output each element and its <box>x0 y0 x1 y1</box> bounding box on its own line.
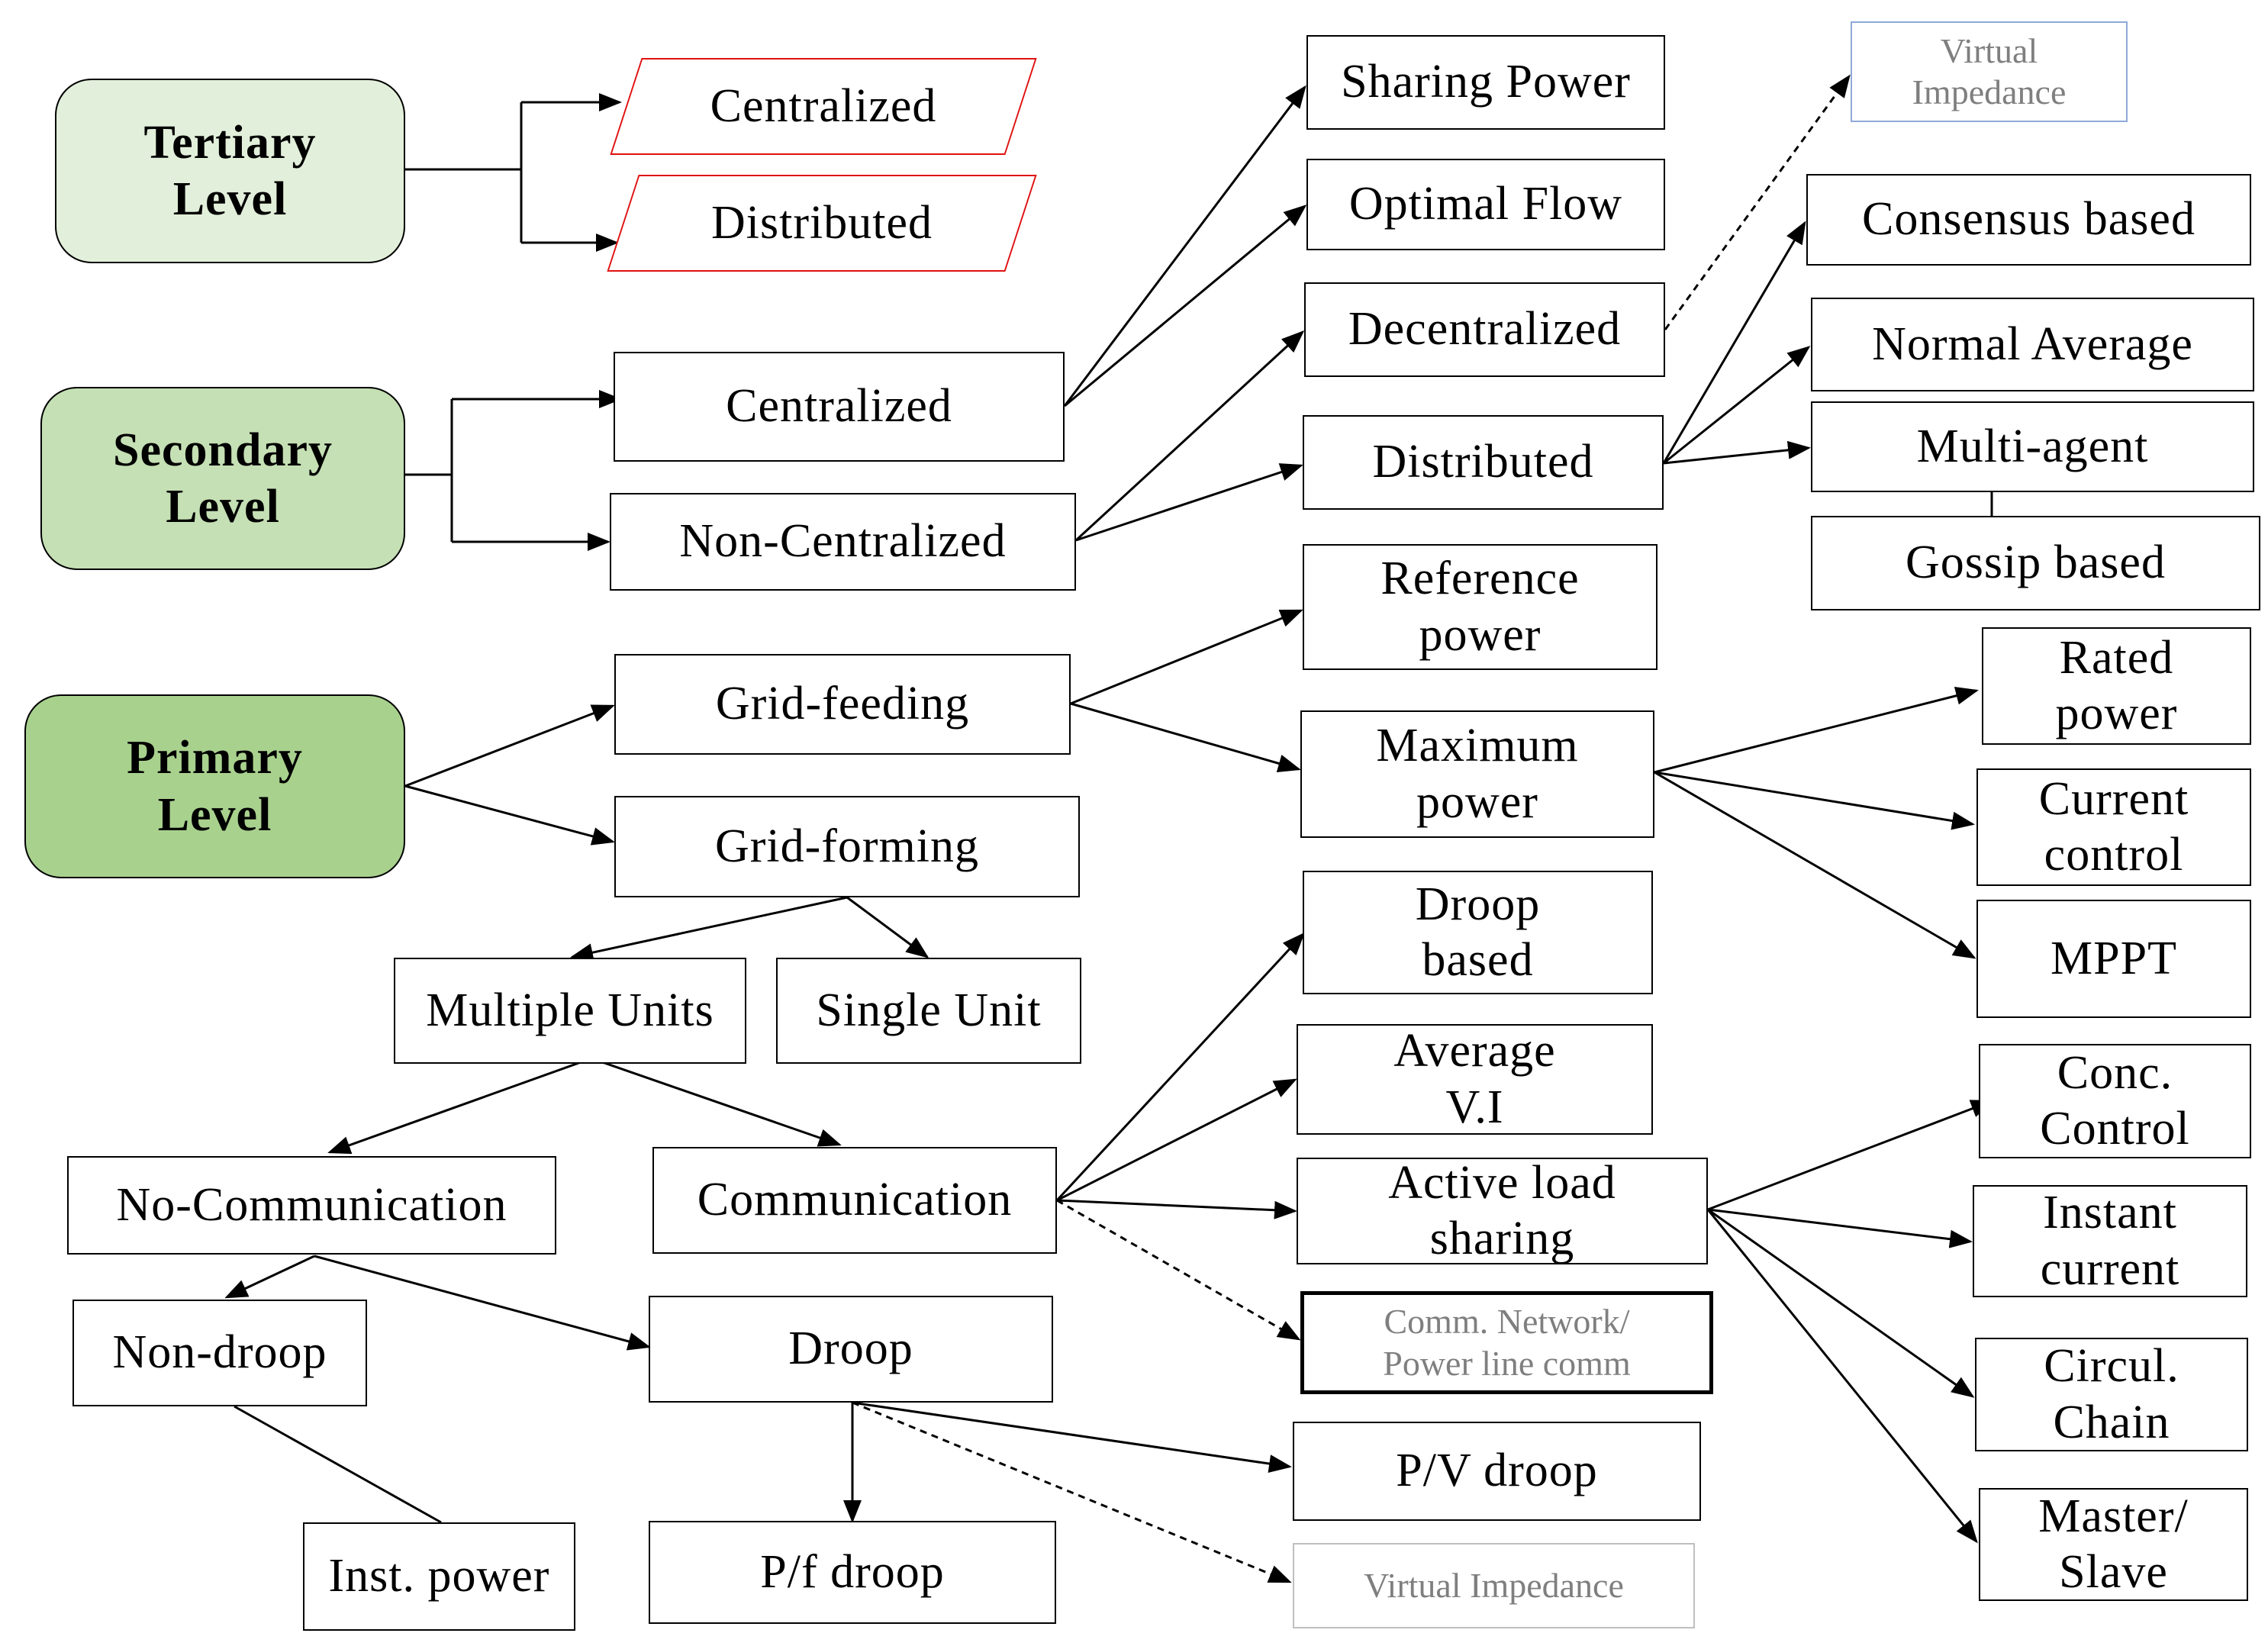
master-slave-node: Master/ Slave <box>1979 1488 2248 1601</box>
single-unit-node: Single Unit <box>776 958 1081 1064</box>
non-centralized-node: Non-Centralized <box>610 493 1076 591</box>
arrow-no-communication <box>327 1057 592 1155</box>
arrow-multi-agent <box>1663 440 1811 465</box>
arrow-distributed <box>1075 463 1303 542</box>
comm-network-node: Comm. Network/ Power line comm <box>1300 1291 1713 1394</box>
arrow-optimal-flow <box>1064 205 1307 407</box>
distributed-node: Distributed <box>1303 415 1664 510</box>
reference-power-node: Reference power <box>1303 544 1658 670</box>
pf-droop-node: P/f droop <box>649 1521 1056 1624</box>
gossip-based-node: Gossip based <box>1811 516 2260 610</box>
arrow-virtual-impedance-top <box>1664 74 1851 330</box>
current-control-node: Current control <box>1976 768 2251 886</box>
grid-feeding-node: Grid-feeding <box>614 654 1071 755</box>
communication-node: Communication <box>652 1147 1057 1254</box>
arrow-decentralized <box>1074 330 1305 542</box>
arrow-instant-current <box>1707 1208 1973 1248</box>
instant-current-node: Instant current <box>1973 1185 2247 1297</box>
arrow-normal-average <box>1663 346 1811 465</box>
arrow-non-droop <box>224 1255 315 1299</box>
grid-forming-node: Grid-forming <box>614 796 1080 897</box>
virtual-impedance-top-node: Virtual Impedance <box>1851 21 2128 122</box>
droop-based-node: Droop based <box>1303 871 1653 994</box>
primary-level-box: Primary Level <box>24 694 405 878</box>
arrow-grid-feeding <box>404 704 615 788</box>
arrow-mppt <box>1654 771 1976 959</box>
tertiary-distributed-node: Distributed <box>607 175 1037 272</box>
secondary-centralized-node: Centralized <box>614 352 1065 462</box>
arrow-circul-chain <box>1707 1208 1975 1398</box>
arrow-average-vi <box>1056 1078 1297 1202</box>
arrow-comm-network <box>1056 1199 1301 1341</box>
active-load-sharing-node: Active load sharing <box>1297 1157 1708 1264</box>
mppt-node: MPPT <box>1976 900 2251 1018</box>
arrow-maximum-power <box>1070 702 1301 773</box>
secondary-bracket <box>405 399 453 542</box>
inst-power-node: Inst. power <box>303 1522 575 1631</box>
secondary-level-box: Secondary Level <box>40 387 405 570</box>
no-communication-node: No-Communication <box>67 1156 556 1255</box>
nondroop-instpower-link <box>234 1405 442 1524</box>
arrow-active-load-sharing <box>1056 1199 1297 1219</box>
tertiary-distributed-label: Distributed <box>711 196 933 249</box>
consensus-based-node: Consensus based <box>1806 174 2251 266</box>
arrow-droop-based <box>1055 932 1306 1202</box>
multiple-units-node: Multiple Units <box>394 958 746 1064</box>
arrow-multiple-units <box>570 896 848 962</box>
maximum-power-node: Maximum power <box>1300 710 1654 838</box>
arrow-droop <box>314 1255 651 1351</box>
arrow-reference-power <box>1070 609 1303 705</box>
arrow-master-slave <box>1706 1209 1978 1544</box>
tertiary-level-box: Tertiary Level <box>55 79 405 263</box>
arrow-single-unit <box>846 896 929 958</box>
virtual-impedance-bottom-node: Virtual Impedance <box>1293 1543 1695 1628</box>
non-droop-node: Non-droop <box>72 1300 367 1406</box>
arrow-communication <box>591 1057 842 1147</box>
arrow-current-control <box>1654 771 1975 830</box>
arrow-sharing-power <box>1063 85 1306 407</box>
conc-control-node: Conc. Control <box>1979 1044 2251 1158</box>
pv-droop-node: P/V droop <box>1293 1422 1701 1521</box>
arrow-conc-control <box>1707 1100 1994 1211</box>
normal-average-node: Normal Average <box>1811 298 2254 391</box>
multi-agent-node: Multi-agent <box>1811 401 2254 492</box>
tertiary-bracket <box>405 101 620 244</box>
arrow-rated-power <box>1654 687 1979 774</box>
rated-power-node: Rated power <box>1982 627 2251 745</box>
droop-node: Droop <box>649 1296 1053 1403</box>
arrow-virtual-impedance-bottom <box>852 1401 1292 1583</box>
tertiary-centralized-node: Centralized <box>610 58 1037 155</box>
arrow-grid-forming <box>404 784 615 846</box>
optimal-flow-node: Optimal Flow <box>1306 159 1665 250</box>
arrow-pv-droop <box>852 1401 1292 1473</box>
average-vi-node: Average V.I <box>1297 1024 1653 1135</box>
circul-chain-node: Circul. Chain <box>1975 1338 2248 1451</box>
decentralized-node: Decentralized <box>1304 282 1665 377</box>
arrow-consensus <box>1662 221 1806 464</box>
tertiary-centralized-label: Centralized <box>710 79 937 132</box>
sharing-power-node: Sharing Power <box>1306 35 1665 130</box>
